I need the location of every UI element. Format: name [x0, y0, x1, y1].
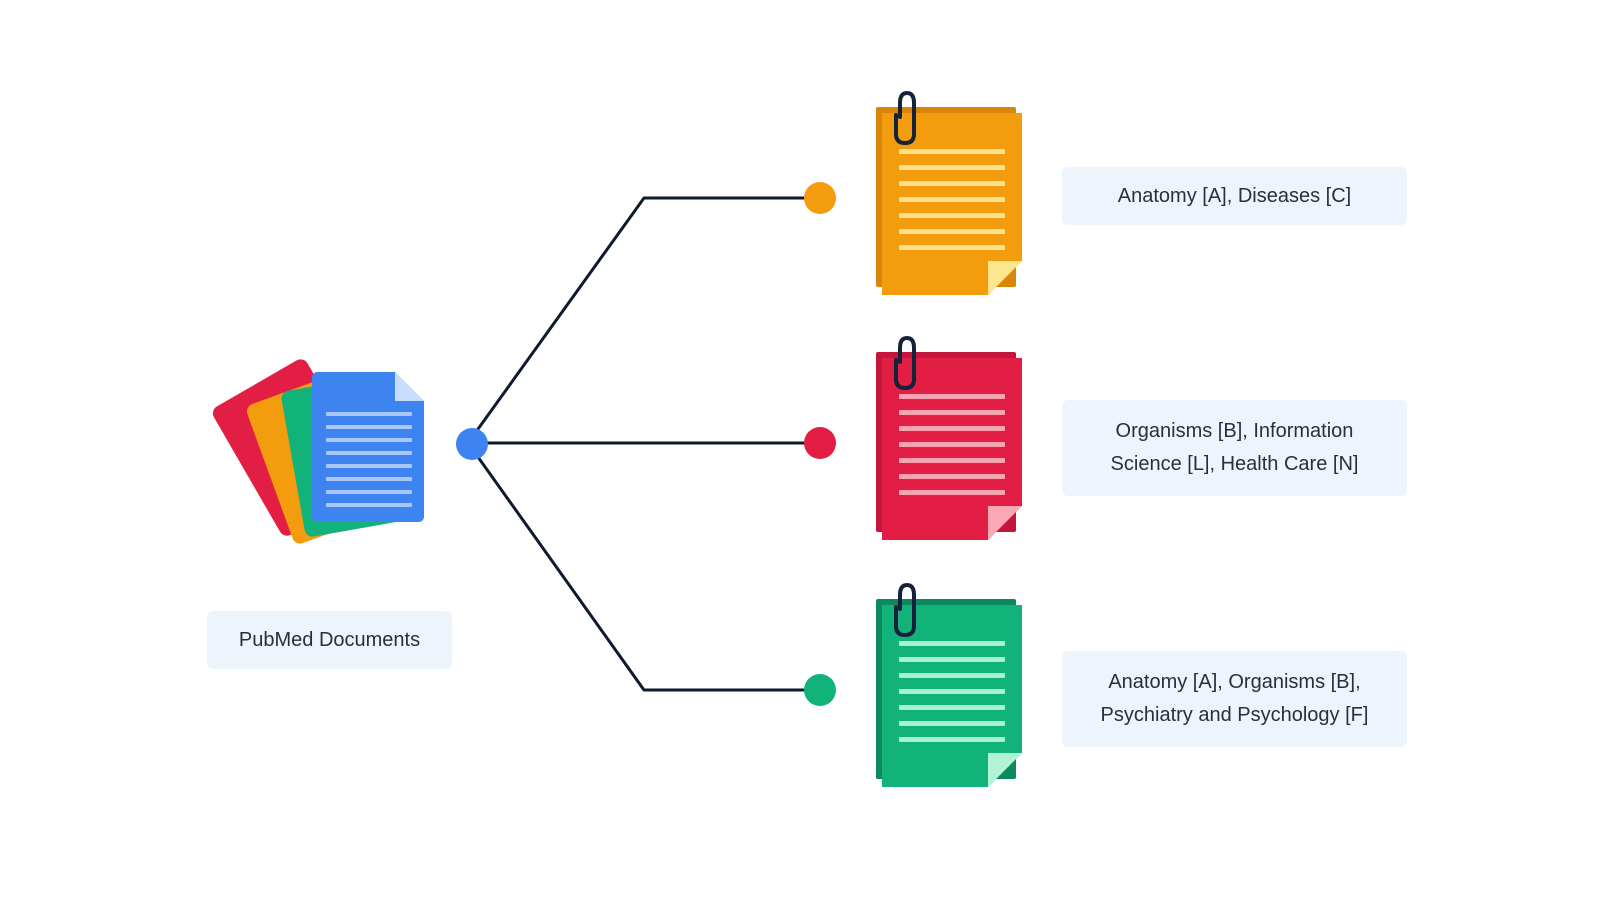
note-icon-3	[876, 582, 1022, 787]
note-line	[899, 394, 1005, 399]
note-fold	[988, 753, 1022, 787]
stack-sheet-lines	[326, 412, 412, 507]
note-line	[899, 426, 1005, 431]
category-label-2-line-2: Science [L], Health Care [N]	[1110, 453, 1359, 475]
note-fold	[988, 506, 1022, 540]
stack-sheet-blue	[312, 372, 424, 522]
notes	[876, 90, 1022, 787]
stack-sheet-blue-body	[312, 372, 424, 522]
category-label-1: Anatomy [A], Diseases [C]	[1062, 167, 1407, 225]
endpoints	[804, 182, 836, 706]
note-line	[899, 721, 1005, 726]
note-icon-2	[876, 335, 1022, 540]
stack-sheet-line	[326, 425, 412, 429]
note-line	[899, 705, 1005, 710]
note-line	[899, 641, 1005, 646]
document-stack-icon	[212, 359, 424, 544]
connector-bottom	[471, 449, 820, 692]
category-node-3	[804, 674, 836, 706]
paperclip-icon	[894, 335, 916, 391]
note-line	[899, 673, 1005, 678]
note-line	[899, 165, 1005, 170]
category-label-2-line-1: Organisms [B], Information	[1115, 420, 1354, 442]
note-line	[899, 181, 1005, 186]
note-fold	[988, 261, 1022, 295]
note-line	[899, 490, 1005, 495]
stack-sheet-line	[326, 477, 412, 481]
category-label-2: Organisms [B], Information Science [L], …	[1062, 400, 1407, 496]
category-label-3-line-2: Psychiatry and Psychology [F]	[1100, 704, 1369, 726]
note-line	[899, 229, 1005, 234]
note-line	[899, 458, 1005, 463]
stack-sheet-blue-fold	[395, 372, 424, 401]
stack-sheet-line	[326, 490, 412, 494]
note-line	[899, 657, 1005, 662]
note-line	[899, 474, 1005, 479]
note-line	[899, 245, 1005, 250]
category-node-2	[804, 427, 836, 459]
category-label-1-line-1: Anatomy [A], Diseases [C]	[1117, 184, 1352, 207]
category-node-1	[804, 182, 836, 214]
note-line	[899, 410, 1005, 415]
stack-sheet-line	[326, 464, 412, 468]
note-line	[899, 689, 1005, 694]
stack-sheet-line	[326, 503, 412, 507]
connectors	[471, 196, 820, 692]
category-label-3-line-1: Anatomy [A], Organisms [B],	[1108, 671, 1361, 693]
stack-sheet-line	[326, 412, 412, 416]
paperclip-icon	[894, 90, 916, 146]
hub-node	[456, 428, 488, 460]
stack-sheet-line	[326, 438, 412, 442]
note-line	[899, 442, 1005, 447]
note-line	[899, 197, 1005, 202]
source-label: PubMed Documents	[207, 611, 452, 669]
note-icon-1	[876, 90, 1022, 295]
paperclip-icon	[894, 582, 916, 638]
connector-top	[471, 196, 820, 437]
category-label-3: Anatomy [A], Organisms [B], Psychiatry a…	[1062, 651, 1407, 747]
note-line	[899, 149, 1005, 154]
note-line	[899, 737, 1005, 742]
source-label-text: PubMed Documents	[238, 628, 421, 651]
note-line	[899, 213, 1005, 218]
stack-sheet-line	[326, 451, 412, 455]
